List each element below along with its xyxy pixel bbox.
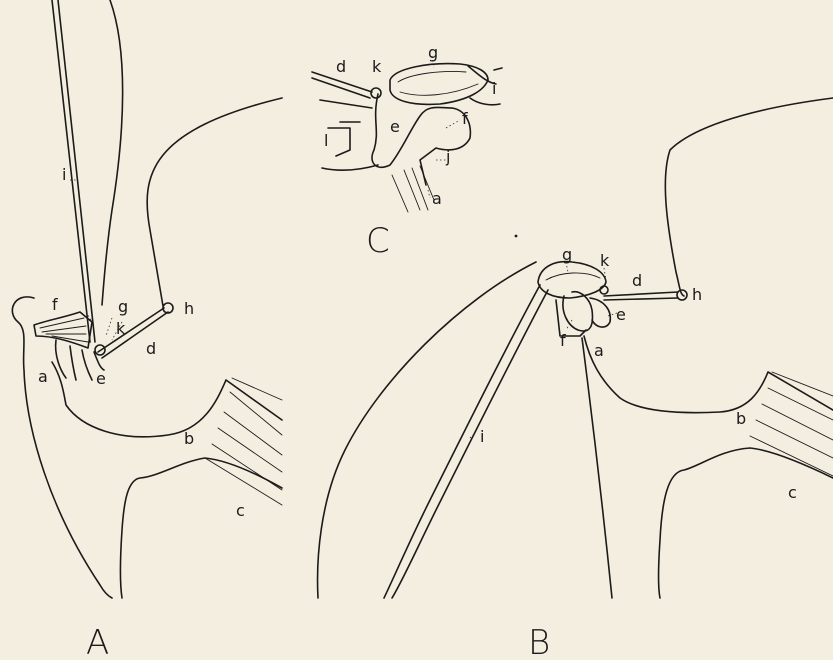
panel-c-label-g: g bbox=[428, 43, 438, 62]
panel-c-letter: C bbox=[366, 221, 390, 261]
panel-a-label-i: i bbox=[62, 165, 66, 184]
panel-c-filaments bbox=[392, 166, 434, 212]
panel-b-label-h: h bbox=[692, 285, 702, 304]
panel-b-speck bbox=[515, 235, 518, 238]
panel-b-label-k: k bbox=[600, 251, 610, 270]
panel-b-body-left-drop bbox=[582, 338, 612, 598]
panel-a-label-g: g bbox=[118, 297, 128, 316]
panel-c-label-f: f bbox=[462, 109, 468, 128]
panel-a-letter: A bbox=[86, 623, 109, 660]
panel-c-label-j: j bbox=[445, 147, 450, 166]
panel-c-label-d: d bbox=[336, 57, 346, 76]
panel-c-label-i: i bbox=[492, 79, 496, 98]
panel-b-label-g: g bbox=[562, 245, 572, 264]
panel-a-fan bbox=[205, 378, 282, 505]
panel-a-rod bbox=[52, 0, 95, 342]
panel-a-label-d: d bbox=[146, 339, 156, 358]
panel-b-body-g-inner bbox=[546, 273, 600, 280]
panel-a-dotted-leaders bbox=[70, 180, 122, 340]
panel-c-label-e: e bbox=[390, 117, 400, 136]
panel-a-label-e: e bbox=[96, 369, 106, 388]
panel-a-rod-d bbox=[98, 308, 168, 358]
panel-a-labels: i f g h k d a e b c A bbox=[38, 165, 245, 660]
panel-b-label-c: c bbox=[788, 483, 797, 502]
panel-a-lobe-lower bbox=[121, 458, 283, 598]
panel-c-leaders bbox=[428, 56, 460, 198]
panel-a-lobe-outline bbox=[52, 362, 282, 437]
panel-c-label-l: l bbox=[324, 131, 328, 150]
panel-c-labels: d k g i f l e j a C bbox=[324, 43, 496, 261]
panel-a-body-outline bbox=[12, 297, 112, 598]
panel-b-rod-i bbox=[384, 285, 548, 598]
panel-b-knob-k bbox=[600, 286, 608, 294]
panel-b-label-f: f bbox=[560, 331, 566, 350]
panel-a-label-f: f bbox=[52, 295, 58, 314]
panel-b-letter: B bbox=[528, 623, 550, 660]
panel-a-label-h: h bbox=[184, 299, 194, 318]
panel-c-body-g-inner bbox=[398, 71, 478, 95]
panel-b-rod-d bbox=[604, 292, 678, 300]
panel-b-label-b: b bbox=[736, 409, 746, 428]
panel-a-ossicle-f bbox=[34, 312, 92, 348]
panel-b-label-a: a bbox=[594, 341, 604, 360]
panel-a-label-c: c bbox=[236, 501, 245, 520]
panel-c-label-k: k bbox=[372, 57, 382, 76]
panel-b-lobe-lower bbox=[659, 448, 833, 598]
panel-c-label-a: a bbox=[432, 189, 442, 208]
panel-b bbox=[318, 98, 833, 598]
panel-a-label-k: k bbox=[116, 319, 126, 338]
panel-a-strand bbox=[102, 0, 123, 305]
panel-b-label-i: i bbox=[480, 427, 484, 446]
panel-b-outline-left bbox=[318, 262, 536, 598]
panel-c-knob-k bbox=[371, 88, 381, 98]
panel-a-label-a: a bbox=[38, 367, 48, 386]
panel-b-label-e: e bbox=[616, 305, 626, 324]
panel-a-label-b: b bbox=[184, 429, 194, 448]
panel-b-label-d: d bbox=[632, 271, 642, 290]
panel-c bbox=[312, 56, 502, 212]
panel-c-ossicle-e bbox=[372, 94, 452, 167]
panel-a-outline-upper bbox=[147, 98, 282, 306]
panel-c-outline bbox=[320, 100, 378, 170]
panel-b-outline-right bbox=[665, 98, 833, 296]
